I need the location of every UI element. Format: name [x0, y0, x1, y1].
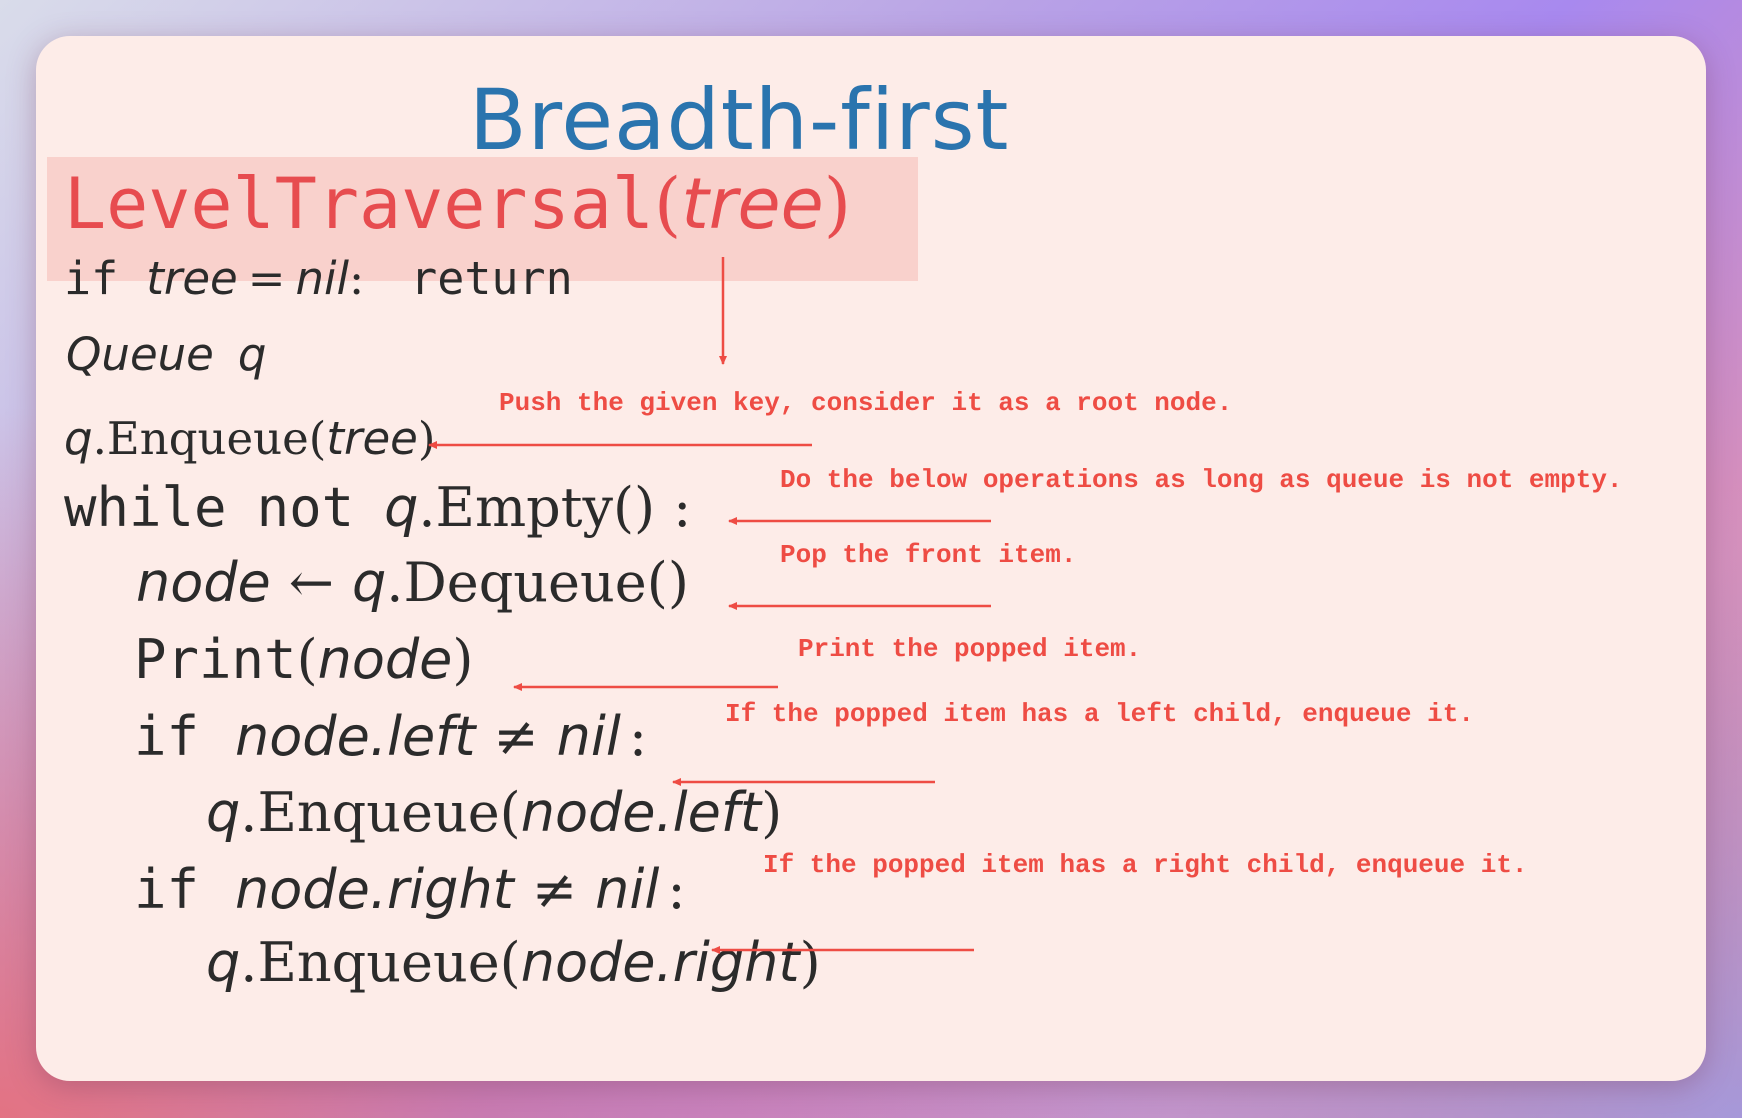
enqueue-right-obj: q [206, 931, 241, 994]
slide-title: Breadth-first [469, 71, 1010, 169]
queue-var: q [237, 328, 267, 381]
annotation-push-root: Push the given key, consider it as a roo… [499, 388, 1233, 418]
if-left-keyword: if [134, 705, 200, 768]
print-line: Print(node) [134, 633, 473, 687]
assign-arrow: ← [288, 551, 335, 614]
queue-obj: q [64, 412, 93, 465]
enqueue-left-arg: node.left [520, 781, 762, 844]
if-right-colon: : [667, 858, 686, 921]
function-signature: LevelTraversal(tree) [64, 169, 851, 239]
enqueue-left-obj: q [206, 781, 241, 844]
if-left-colon: : [628, 705, 648, 768]
return-keyword: return [410, 252, 573, 305]
annotation-left: If the popped item has a left child, enq… [725, 699, 1474, 729]
signature-highlight [47, 157, 918, 281]
signature-open-paren: ( [654, 163, 682, 245]
print-arg: node [317, 628, 453, 691]
annotation-loop: Do the below operations as long as queue… [780, 465, 1623, 495]
guard-op: = [247, 252, 286, 305]
enqueue-root-line: q.Enqueue(tree) [64, 416, 435, 461]
function-name: LevelTraversal [64, 163, 655, 245]
if-right-val: nil [595, 858, 660, 921]
if-right-op: ≠ [531, 858, 578, 921]
print-close: ) [452, 628, 474, 691]
enqueue-right-line: q.Enqueue(node.right) [206, 936, 821, 990]
enqueue-right-method: .Enqueue( [240, 931, 521, 994]
dequeue-obj: q [352, 551, 387, 614]
guard-colon: : [348, 252, 365, 305]
guard-var: tree [146, 252, 238, 305]
while-obj: q [384, 476, 419, 539]
print-fn: Print [134, 628, 297, 691]
enqueue-left-line: q.Enqueue(node.left) [206, 786, 782, 840]
dequeue-line: node←q.Dequeue() [136, 556, 689, 610]
print-open: ( [296, 628, 318, 691]
dequeue-var: node [136, 551, 271, 614]
queue-type: Queue [66, 328, 214, 381]
while-keyword: while [64, 476, 227, 539]
if-right-keyword: if [134, 858, 200, 921]
guard-val: nil [295, 252, 349, 305]
if-left-op: ≠ [493, 705, 539, 768]
enqueue-left-method: .Enqueue( [240, 781, 521, 844]
while-colon: : [673, 476, 692, 539]
dequeue-method: .Dequeue() [386, 551, 689, 614]
if-left-expr: node.left [235, 705, 476, 768]
enqueue-left-close: ) [761, 781, 783, 844]
annotation-right: If the popped item has a right child, en… [763, 850, 1528, 880]
annotation-arrows [428, 257, 991, 954]
enqueue-right-arg: node.right [520, 931, 800, 994]
if-left-val: nil [556, 705, 621, 768]
signature-param: tree [681, 163, 824, 245]
not-keyword: not [256, 476, 355, 539]
enqueue-close: ) [417, 412, 436, 465]
enqueue-arg: tree [326, 412, 418, 465]
signature-close-paren: ) [823, 163, 851, 245]
annotation-pop: Pop the front item. [780, 540, 1077, 570]
if-right-expr: node.right [235, 858, 514, 921]
enqueue-method: .Enqueue( [92, 412, 327, 465]
if-keyword: if [64, 252, 119, 305]
annotation-print: Print the popped item. [798, 634, 1142, 664]
empty-method: .Empty() [418, 476, 656, 539]
